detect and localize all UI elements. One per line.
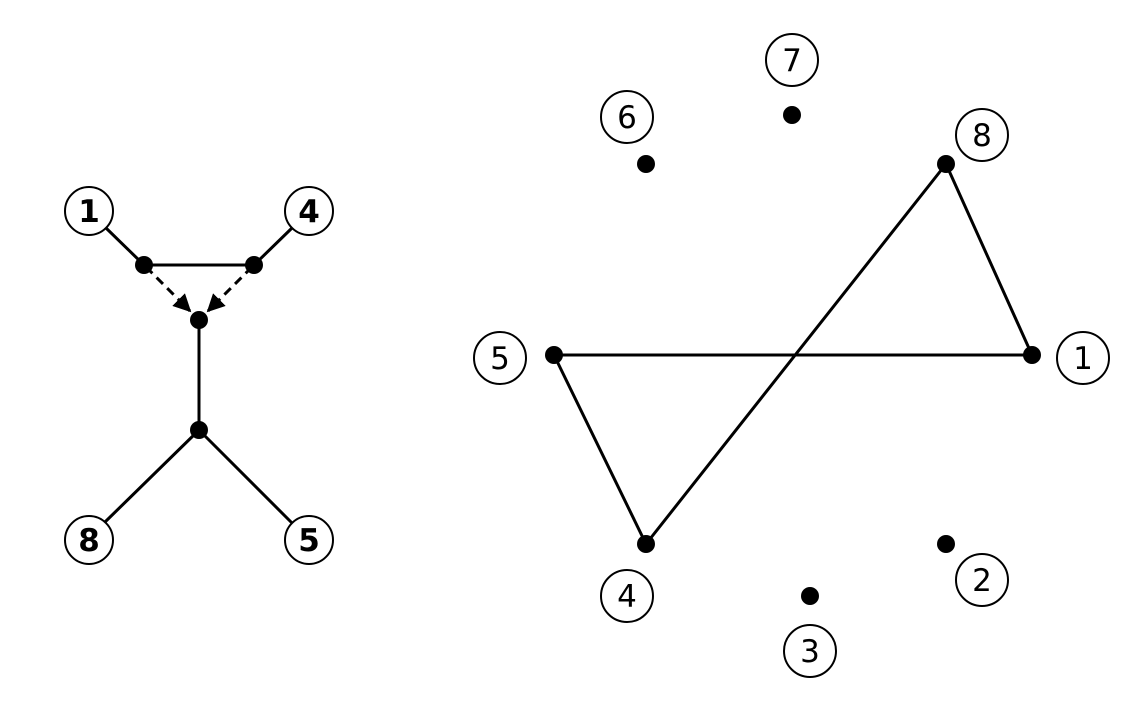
left-graph: 1 4 8 5 [64, 186, 334, 565]
right-node-6 [637, 155, 655, 173]
left-edge-d-5 [197, 428, 294, 525]
svg-text:5: 5 [490, 341, 510, 377]
right-edge-1-8 [944, 162, 1034, 357]
right-node-label-6: 6 [600, 90, 654, 144]
svg-text:5: 5 [298, 523, 320, 559]
left-node-b [245, 256, 263, 274]
right-node-1 [1023, 346, 1041, 364]
left-leaf-label-4: 4 [284, 186, 334, 236]
left-edge-a-c-dashed-arrow [144, 265, 192, 313]
right-node-label-4: 4 [600, 569, 654, 623]
right-node-label-7: 7 [765, 33, 819, 87]
right-node-7 [783, 106, 801, 124]
right-node-3 [801, 587, 819, 605]
svg-text:6: 6 [617, 100, 637, 136]
right-edge-4-5 [552, 353, 648, 546]
svg-text:4: 4 [298, 194, 320, 230]
right-node-8 [937, 155, 955, 173]
svg-text:7: 7 [782, 43, 802, 79]
right-graph: 1 2 3 4 5 6 7 8 [473, 33, 1110, 678]
left-node-d [190, 421, 208, 439]
left-leaf-label-1: 1 [64, 186, 114, 236]
left-leaf-label-8: 8 [64, 515, 114, 565]
left-node-c [190, 311, 208, 329]
right-node-label-2: 2 [955, 553, 1009, 607]
right-node-label-8: 8 [955, 108, 1009, 162]
svg-text:1: 1 [78, 194, 100, 230]
left-edge-d-8 [102, 428, 201, 525]
left-leaf-label-5: 5 [284, 515, 334, 565]
svg-text:3: 3 [800, 634, 820, 670]
left-node-a [135, 256, 153, 274]
svg-text:8: 8 [972, 118, 992, 154]
right-node-4 [637, 535, 655, 553]
left-edge-b-c-dashed-arrow [206, 265, 254, 313]
right-node-label-1: 1 [1056, 331, 1110, 385]
right-node-label-3: 3 [783, 624, 837, 678]
svg-text:4: 4 [617, 579, 637, 615]
right-node-label-5: 5 [473, 331, 527, 385]
svg-text:8: 8 [78, 523, 100, 559]
svg-text:2: 2 [972, 563, 992, 599]
svg-text:1: 1 [1073, 341, 1093, 377]
right-node-5 [545, 346, 563, 364]
right-node-2 [937, 535, 955, 553]
right-edge-8-4 [644, 162, 948, 546]
